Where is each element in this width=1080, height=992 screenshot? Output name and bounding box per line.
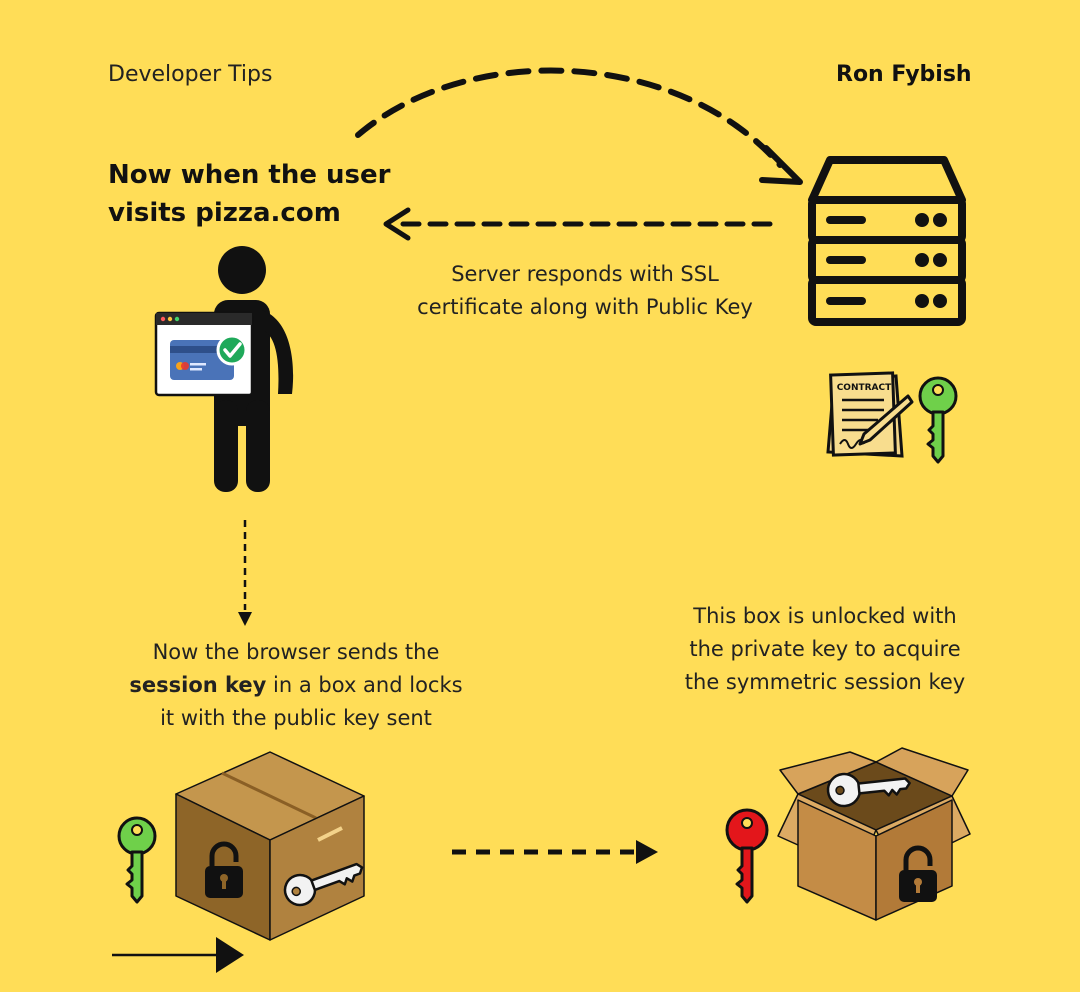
server-response-caption: Server responds with SSL certificate alo… xyxy=(370,258,800,324)
author-label: Ron Fybish xyxy=(836,62,972,87)
check-icon xyxy=(216,334,248,366)
response-arrow xyxy=(383,207,773,241)
public-key-icon xyxy=(918,376,958,464)
transfer-arrow xyxy=(452,840,658,864)
down-arrow xyxy=(238,520,252,626)
caption-line: the private key to acquire xyxy=(689,637,961,661)
heading-line: Now when the user xyxy=(108,160,391,190)
session-key-icon xyxy=(283,862,364,907)
private-key-icon xyxy=(725,808,769,904)
browser-sends-caption: Now the browser sends the session key in… xyxy=(100,636,492,735)
svg-text:CONTRACT: CONTRACT xyxy=(837,383,892,393)
server-icon xyxy=(808,156,966,326)
session-key-icon xyxy=(826,772,911,808)
caption-line: it with the public key sent xyxy=(160,706,432,730)
contract-icon: CONTRACT xyxy=(826,371,914,458)
browser-window-icon xyxy=(154,311,254,397)
caption-line: certificate along with Public Key xyxy=(417,295,753,319)
padlock-icon xyxy=(899,845,937,902)
request-arrow xyxy=(355,67,803,185)
open-box-icon xyxy=(777,747,971,921)
step-heading: Now when the user visits pizza.com xyxy=(108,156,390,232)
padlock-icon xyxy=(205,841,243,898)
session-key-emphasis: session key xyxy=(129,673,267,697)
caption-text: in a box and locks xyxy=(266,673,463,697)
heading-line: visits pizza.com xyxy=(108,198,341,228)
locked-box-icon xyxy=(175,751,365,941)
caption-line: Server responds with SSL xyxy=(451,262,719,286)
public-key-icon xyxy=(117,816,157,904)
brand-label: Developer Tips xyxy=(108,62,273,87)
unlock-caption: This box is unlocked with the private ke… xyxy=(630,600,1020,699)
caption-line: Now the browser sends the xyxy=(152,640,440,664)
caption-line: This box is unlocked with xyxy=(693,604,957,628)
solid-arrow xyxy=(112,937,244,973)
caption-line: session key in a box and locks xyxy=(100,669,492,702)
caption-line: the symmetric session key xyxy=(684,670,966,694)
